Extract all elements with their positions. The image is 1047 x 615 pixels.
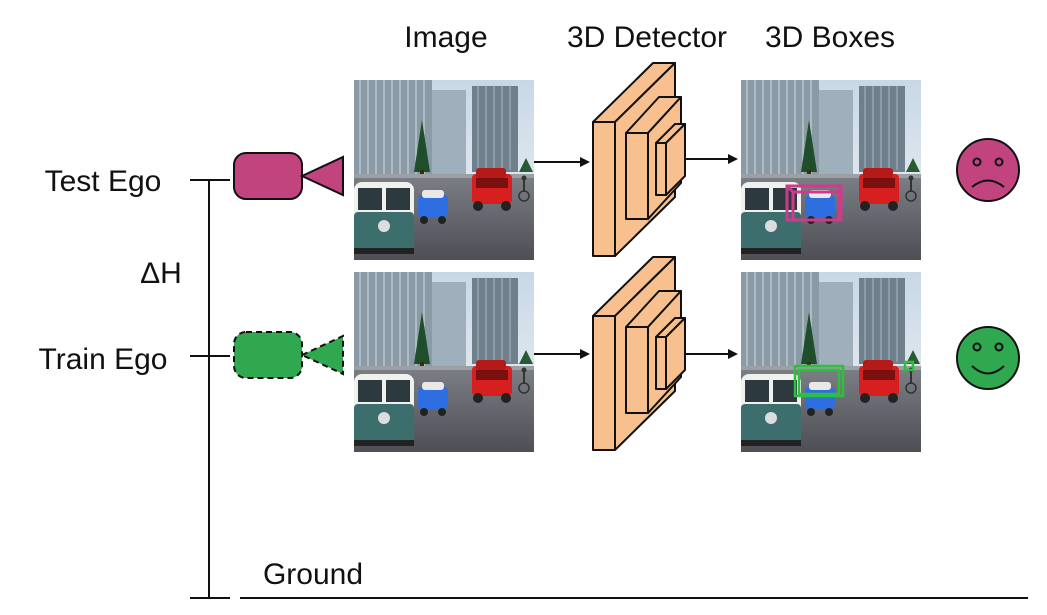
label-train-ego: Train Ego <box>39 343 168 376</box>
header-detector: 3D Detector <box>567 21 727 54</box>
bbox-test <box>785 184 843 222</box>
sad-face-icon <box>956 138 1020 202</box>
header-boxes: 3D Boxes <box>765 21 895 54</box>
camera-icon-train <box>233 331 344 379</box>
camera-icon-test <box>233 152 344 200</box>
bbox-train <box>793 360 915 398</box>
image-train <box>353 271 535 453</box>
happy-face-icon <box>956 326 1020 390</box>
image-test <box>353 79 535 261</box>
detector-block-icon-train <box>592 256 686 451</box>
boxes-image-test <box>740 79 922 261</box>
detector-block-icon-test <box>592 62 686 257</box>
header-image: Image <box>404 21 487 54</box>
label-ground: Ground <box>263 558 363 591</box>
boxes-image-train <box>740 271 922 453</box>
label-test-ego: Test Ego <box>45 165 162 198</box>
label-delta-h: ΔH <box>140 257 182 290</box>
height-ruler <box>190 179 230 599</box>
